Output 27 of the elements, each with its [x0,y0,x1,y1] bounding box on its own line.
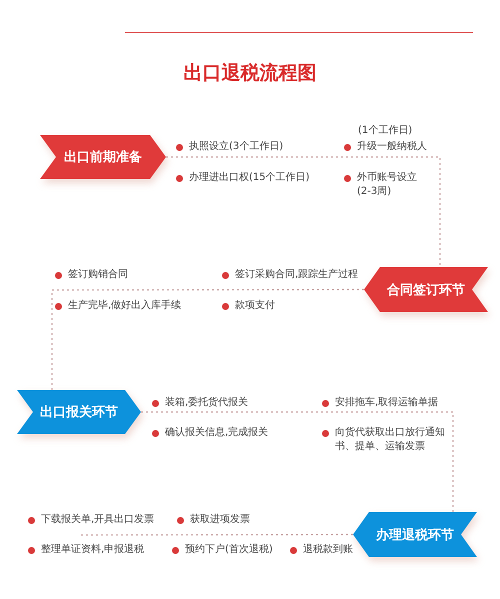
step-text: 退税款到账 [303,543,353,557]
step-text: 向货代获取出口放行通知书、提单、运输发票 [335,426,446,454]
step-text: 整理单证资料,申报退税 [41,543,144,557]
step-text: 预约下户(首次退税) [185,543,273,557]
dotted-connector [141,411,454,512]
step-text: 下载报关单,开具出口发票 [41,513,154,527]
dotted-connector [166,156,441,267]
step-text: 签订购销合同 [68,268,128,282]
step-text: 执照设立(3个工作日) [189,140,284,154]
stage-banner: 出口前期准备 [40,135,166,179]
step-text: 款项支付 [235,299,275,313]
stage-banner: 办理退税环节 [353,512,477,557]
step-text: (1个工作日) [358,124,412,138]
stage-banner: 出口报关环节 [17,390,141,434]
step-text: 签订采购合同,跟踪生产过程 [235,268,358,282]
step-text: 升级一般纳税人 [357,140,427,154]
step-text: 外币账号设立(2-3周) [357,171,418,199]
stage-banner: 合同签订环节 [364,267,488,312]
dotted-connector [51,288,364,390]
step-text: 获取进项发票 [190,513,250,527]
step-text: 安排拖车,取得运输单据 [335,396,438,410]
step-text: 装箱,委托货代报关 [165,396,248,410]
step-text: 办理进出口权(15个工作日) [189,171,310,185]
dotted-connector [80,534,353,536]
step-text: 确认报关信息,完成报关 [165,426,268,440]
step-text: 生产完毕,做好出入库手续 [68,299,182,313]
diagram-title: 出口退税流程图 [184,61,316,86]
